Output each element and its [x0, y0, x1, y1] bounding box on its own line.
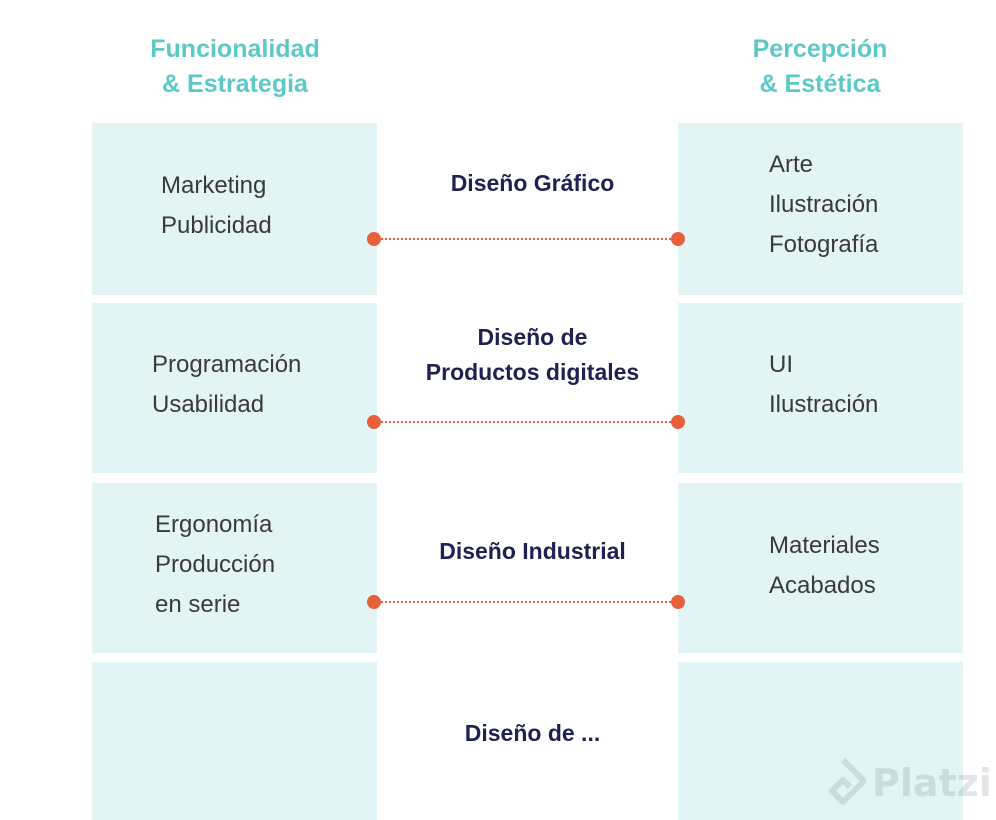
row-2-left-text: Programación Usabilidad [152, 345, 301, 425]
row-4-left-cell [92, 662, 377, 820]
row-1-connector [367, 232, 685, 246]
connector-dotted-line [381, 601, 671, 603]
connector-dot [367, 415, 381, 429]
row-4-right-cell [678, 662, 963, 820]
row-4-middle-label: Diseño de ... [385, 716, 680, 751]
row-2-connector [367, 415, 685, 429]
row-2-right-text: UI Ilustración [769, 345, 878, 425]
connector-dot [367, 595, 381, 609]
row-3-left-text: Ergonomía Producción en serie [155, 505, 275, 625]
row-2-right-item: Ilustración [769, 391, 879, 418]
connector-dot [671, 595, 685, 609]
row-1-left-text: Marketing Publicidad [161, 166, 272, 246]
platzi-logo-icon [829, 758, 866, 805]
left-column-header: Funcionalidad & Estrategia [115, 32, 355, 102]
row-1-middle-label: Diseño Gráfico [385, 166, 680, 201]
row-3-right-text: Materiales Acabados [769, 526, 880, 606]
row-2-middle-line: Diseño de [477, 324, 588, 350]
row-1-left-item: Publicidad [161, 212, 272, 239]
row-2-left-item: Usabilidad [152, 391, 265, 418]
row-3-left-item: Producción [155, 551, 276, 578]
row-2-right-item: UI [769, 351, 793, 378]
row-3-middle-line: Diseño Industrial [439, 538, 626, 564]
row-1-right-item: Ilustración [769, 191, 879, 218]
row-2-left-cell [92, 303, 377, 473]
row-2-middle-line: Productos digitales [425, 359, 640, 385]
right-header-line-2: & Estética [759, 70, 881, 98]
row-3-left-cell [92, 483, 377, 653]
row-3-middle-label: Diseño Industrial [385, 534, 680, 569]
platzi-watermark: Platzi [820, 758, 992, 808]
row-3-left-item: Ergonomía [155, 511, 273, 538]
row-3-right-item: Materiales [769, 532, 880, 559]
right-header-line-1: Percepción [752, 35, 888, 63]
row-3-connector [367, 595, 685, 609]
row-1-right-text: Arte Ilustración Fotografía [769, 145, 878, 265]
connector-dot [671, 415, 685, 429]
row-2-left-item: Programación [152, 351, 302, 378]
row-1-right-item: Arte [769, 151, 814, 178]
connector-dot [671, 232, 685, 246]
row-2-middle-label: Diseño de Productos digitales [385, 320, 680, 390]
connector-dotted-line [381, 421, 671, 423]
row-1-middle-line: Diseño Gráfico [450, 170, 615, 196]
left-header-line-2: & Estrategia [162, 70, 308, 98]
row-1-left-item: Marketing [161, 172, 267, 199]
row-3-right-item: Acabados [769, 572, 876, 599]
row-1-right-cell [678, 123, 963, 295]
row-1-right-item: Fotografía [769, 231, 879, 258]
watermark-text: Platzi [872, 761, 992, 805]
connector-dot [367, 232, 381, 246]
right-column-header: Percepción & Estética [700, 32, 940, 102]
row-3-left-item: en serie [155, 591, 241, 618]
left-header-line-1: Funcionalidad [150, 35, 320, 63]
connector-dotted-line [381, 238, 671, 240]
row-1-left-cell [92, 123, 377, 295]
row-4-middle-line: Diseño de ... [464, 720, 601, 746]
row-3-right-cell [678, 483, 963, 653]
row-2-right-cell [678, 303, 963, 473]
